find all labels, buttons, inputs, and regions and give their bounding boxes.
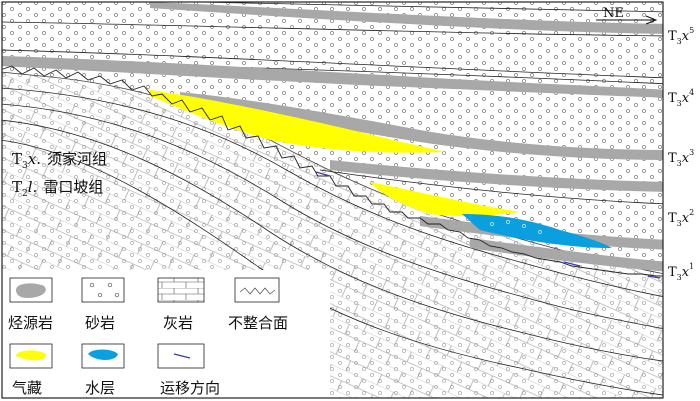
unconformity-line — [2, 65, 663, 277]
svg-text:T2l.雷口坡组: T2l.雷口坡组 — [12, 178, 103, 199]
source-rock-band-6 — [470, 238, 663, 272]
legend-item-water: 水层 — [81, 343, 125, 397]
svg-text:T3x3: T3x3 — [668, 148, 694, 168]
layer-label-t3x4: T3x4 — [668, 88, 694, 108]
formation-label-leikoupo: T2l.雷口坡组 — [12, 178, 103, 199]
legend-label-gas: 气藏 — [12, 379, 42, 397]
legend-label-source-rock: 烃源岩 — [8, 314, 53, 332]
legend: 烃源岩 砂岩 灰岩 不整合面 气藏 — [8, 277, 288, 397]
layer-label-t3x3: T3x3 — [668, 148, 694, 168]
svg-text:T3x1: T3x1 — [668, 262, 694, 282]
svg-text:T3x4: T3x4 — [668, 88, 694, 108]
migration-swatch — [173, 353, 191, 359]
layer-label-t3x5: T3x5 — [668, 26, 694, 46]
legend-label-migration: 运移方向 — [160, 379, 220, 397]
source-rock-swatch — [16, 283, 46, 298]
formation-label-xujiahe: T3x.须家河组 — [12, 150, 107, 171]
legend-label-sandstone: 砂岩 — [85, 314, 115, 332]
source-rock-band-2 — [2, 56, 663, 98]
legend-item-unconformity: 不整合面 — [228, 277, 288, 332]
layer-label-t3x2: T3x2 — [668, 208, 694, 228]
svg-text:T3x2: T3x2 — [668, 208, 694, 228]
svg-text:T3x.须家河组: T3x.须家河组 — [12, 150, 107, 171]
layer-label-t3x1: T3x1 — [668, 262, 694, 282]
section-frame — [1, 1, 664, 399]
source-rock-band-3 — [180, 92, 663, 160]
legend-label-water: 水层 — [85, 379, 115, 397]
migration-arrow-1 — [315, 171, 331, 177]
gas-reservoir-lower — [370, 182, 520, 217]
svg-text:T3x5: T3x5 — [668, 26, 694, 46]
migration-arrow-3 — [647, 275, 661, 279]
unconformity-swatch — [239, 287, 276, 295]
legend-label-limestone: 灰岩 — [163, 314, 193, 332]
source-rock-band-top — [150, 2, 663, 34]
water-swatch — [88, 349, 118, 360]
source-rock-band-4 — [330, 160, 663, 192]
legend-item-migration: 运移方向 — [157, 343, 220, 397]
gas-reservoir-upper — [150, 90, 445, 153]
legend-item-source-rock: 烃源岩 — [8, 277, 53, 332]
direction-indicator: NE — [596, 6, 658, 25]
gas-swatch — [16, 350, 46, 361]
water-layer — [462, 214, 612, 248]
legend-label-unconformity: 不整合面 — [228, 314, 288, 332]
legend-item-limestone: 灰岩 — [157, 277, 205, 332]
migration-arrow-2 — [563, 261, 581, 267]
legend-item-sandstone: 砂岩 — [81, 277, 125, 332]
legend-item-gas: 气藏 — [9, 343, 53, 397]
direction-label: NE — [603, 6, 624, 21]
